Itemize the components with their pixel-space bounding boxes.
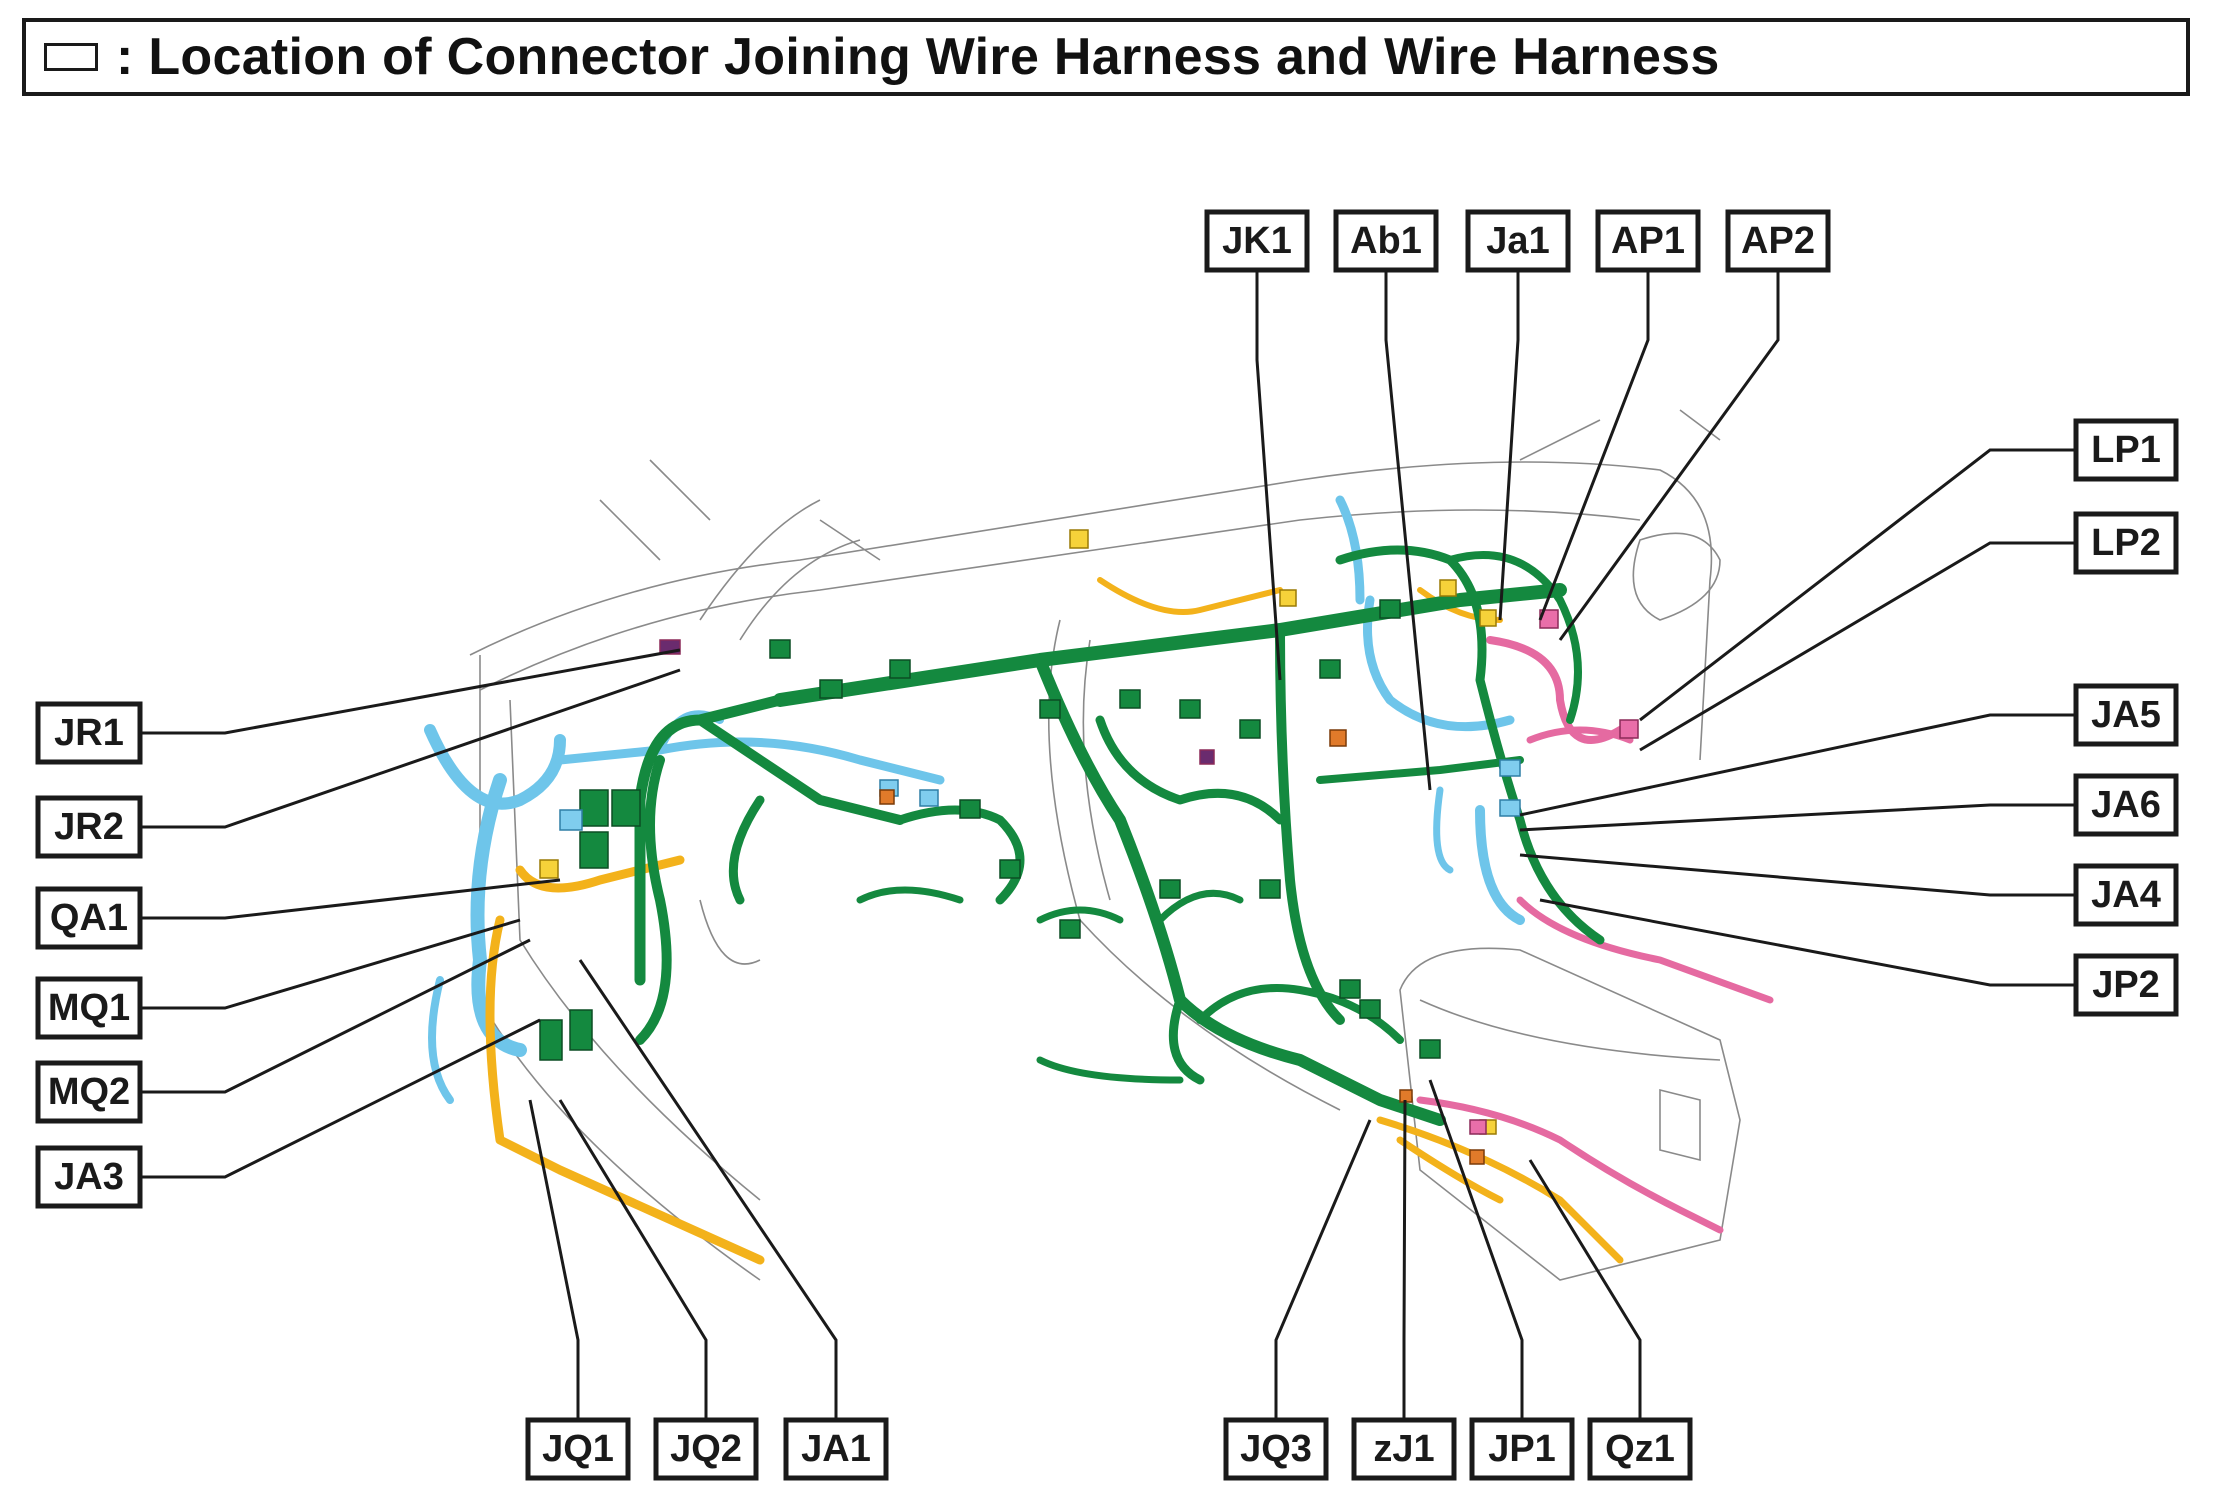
label-AP1: AP1 [1595,209,1701,273]
svg-text:JR2: JR2 [54,806,124,848]
leader-lines [140,270,2076,1420]
leader-LP2 [1639,541,2076,752]
dashboard-outline [469,409,1741,1281]
leader-JP2 [1539,898,2076,987]
label-QA1: QA1 [35,886,143,950]
svg-text:JP2: JP2 [2092,964,2160,1006]
leader-MQ2 [140,938,531,1094]
label-Ab1: Ab1 [1333,209,1439,273]
leader-Ab1 [1384,270,1432,791]
connector-blocks [539,529,1639,1165]
console-harness [1416,636,1774,1234]
svg-text:MQ1: MQ1 [48,987,130,1029]
label-JP1: JP1 [1469,1417,1575,1481]
leader-JP1 [1428,1079,1524,1420]
label-JA1: JA1 [783,1417,889,1481]
leader-JA5 [1519,713,2076,817]
svg-text:JA1: JA1 [801,1428,871,1470]
title-box: : Location of Connector Joining Wire Har… [22,18,2190,96]
leader-JA3 [140,1018,541,1179]
label-JR1: JR1 [35,701,143,765]
svg-text:JA4: JA4 [2091,874,2161,916]
svg-text:JP1: JP1 [1488,1428,1556,1470]
label-JQ2: JQ2 [653,1417,759,1481]
label-LP2: LP2 [2073,511,2179,575]
leader-JR2 [140,668,681,829]
svg-text:JK1: JK1 [1222,220,1292,262]
page-title: : Location of Connector Joining Wire Har… [116,28,1720,86]
svg-text:JA6: JA6 [2091,784,2161,826]
leader-MQ1 [140,918,521,1010]
leader-LP1 [1639,448,2076,722]
label-AP2: AP2 [1725,209,1831,273]
label-JQ3: JQ3 [1223,1417,1329,1481]
leader-JR1 [140,648,681,735]
svg-text:AP2: AP2 [1741,220,1815,262]
leader-zJ1 [1402,1099,1407,1420]
svg-text:LP1: LP1 [2091,429,2161,471]
svg-text:AP1: AP1 [1611,220,1685,262]
leader-JQ1 [528,1099,580,1420]
svg-text:JA5: JA5 [2091,694,2161,736]
label-Qz1: Qz1 [1587,1417,1693,1481]
leader-JA6 [1519,803,2076,832]
svg-text:Ja1: Ja1 [1486,220,1549,262]
label-MQ2: MQ2 [35,1060,143,1124]
leader-JA1 [578,959,838,1420]
svg-text:LP2: LP2 [2091,522,2161,564]
svg-text:JR1: JR1 [54,712,124,754]
svg-text:JA3: JA3 [54,1156,124,1198]
label-JR2: JR2 [35,795,143,859]
svg-text:zJ1: zJ1 [1373,1428,1434,1470]
label-zJ1: zJ1 [1351,1417,1457,1481]
leader-AP1 [1538,270,1650,621]
svg-text:JQ2: JQ2 [670,1428,742,1470]
leader-Qz1 [1528,1159,1642,1420]
svg-text:JQ1: JQ1 [542,1428,614,1470]
label-JA4: JA4 [2073,863,2179,927]
instrument-panel-harness [634,545,1605,1126]
label-LP1: LP1 [2073,418,2179,482]
svg-text:Qz1: Qz1 [1605,1428,1675,1470]
label-JP2: JP2 [2073,953,2179,1017]
svg-text:QA1: QA1 [50,897,128,939]
leader-QA1 [140,878,561,920]
label-JA6: JA6 [2073,773,2179,837]
svg-text:JQ3: JQ3 [1240,1428,1312,1470]
leader-JQ3 [1274,1119,1372,1420]
label-JA5: JA5 [2073,683,2179,747]
label-JQ1: JQ1 [525,1417,631,1481]
leader-Ja1 [1498,270,1520,621]
leader-JK1 [1255,270,1282,681]
label-JA3: JA3 [35,1145,143,1209]
label-JK1: JK1 [1204,209,1310,273]
label-Ja1: Ja1 [1465,209,1571,273]
leader-JA4 [1519,853,2076,897]
leader-JQ2 [558,1099,708,1420]
svg-text:Ab1: Ab1 [1350,220,1422,262]
svg-text:MQ2: MQ2 [48,1071,130,1113]
connector-symbol-icon [44,43,98,71]
leader-AP2 [1558,270,1780,641]
label-MQ1: MQ1 [35,976,143,1040]
